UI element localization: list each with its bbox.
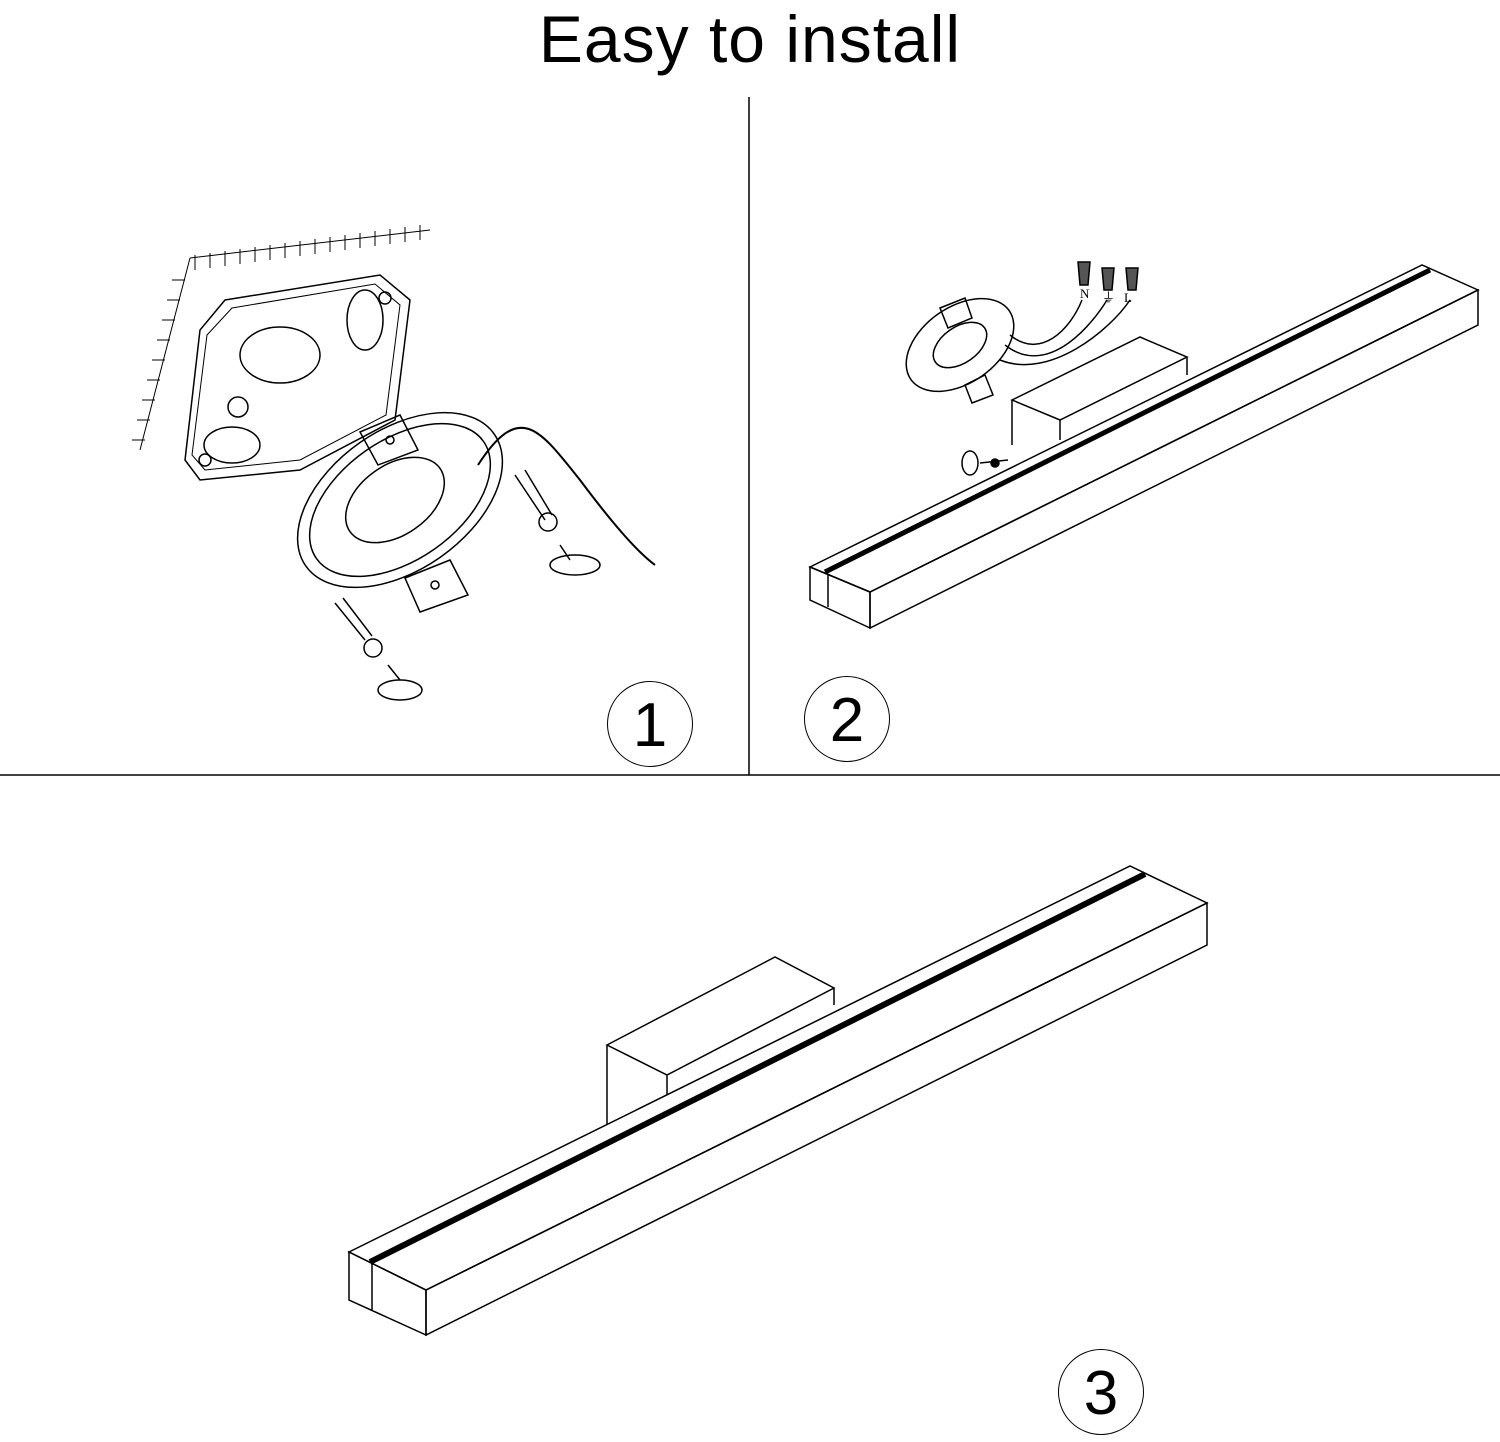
driver-box — [605, 956, 836, 1125]
light-bar-top — [347, 865, 1209, 1291]
light-bar-end — [809, 565, 871, 630]
wire-nut — [1077, 261, 1139, 291]
knockout-hole — [239, 326, 321, 384]
screw-icon — [514, 469, 601, 576]
ceiling-hatch — [132, 225, 431, 451]
wires — [999, 299, 1131, 366]
mounting-plate — [905, 297, 1015, 393]
step-number-3: 3 — [1058, 1349, 1144, 1435]
step-number-2: 2 — [804, 676, 890, 762]
mounting-plate — [296, 411, 504, 613]
wire — [477, 426, 656, 566]
step-number-1: 1 — [607, 681, 693, 767]
light-bar-front — [425, 901, 1208, 1337]
wire-label-neutral: N — [1080, 286, 1090, 301]
step3-illustration — [347, 865, 1209, 1337]
screw-icon — [334, 597, 423, 701]
light-bar-top — [808, 264, 1480, 593]
wire-label-live: L — [1124, 290, 1132, 305]
step2-illustration: N ⏚ L — [808, 261, 1480, 630]
light-bar-front — [869, 288, 1479, 630]
page-title: Easy to install — [538, 2, 962, 76]
light-bar-end — [348, 1250, 427, 1337]
wire-label-ground: ⏚ — [1102, 290, 1115, 305]
screw-icon — [961, 450, 1009, 476]
driver-box — [1010, 336, 1189, 445]
junction-box — [184, 274, 411, 481]
step1-illustration — [132, 225, 656, 701]
